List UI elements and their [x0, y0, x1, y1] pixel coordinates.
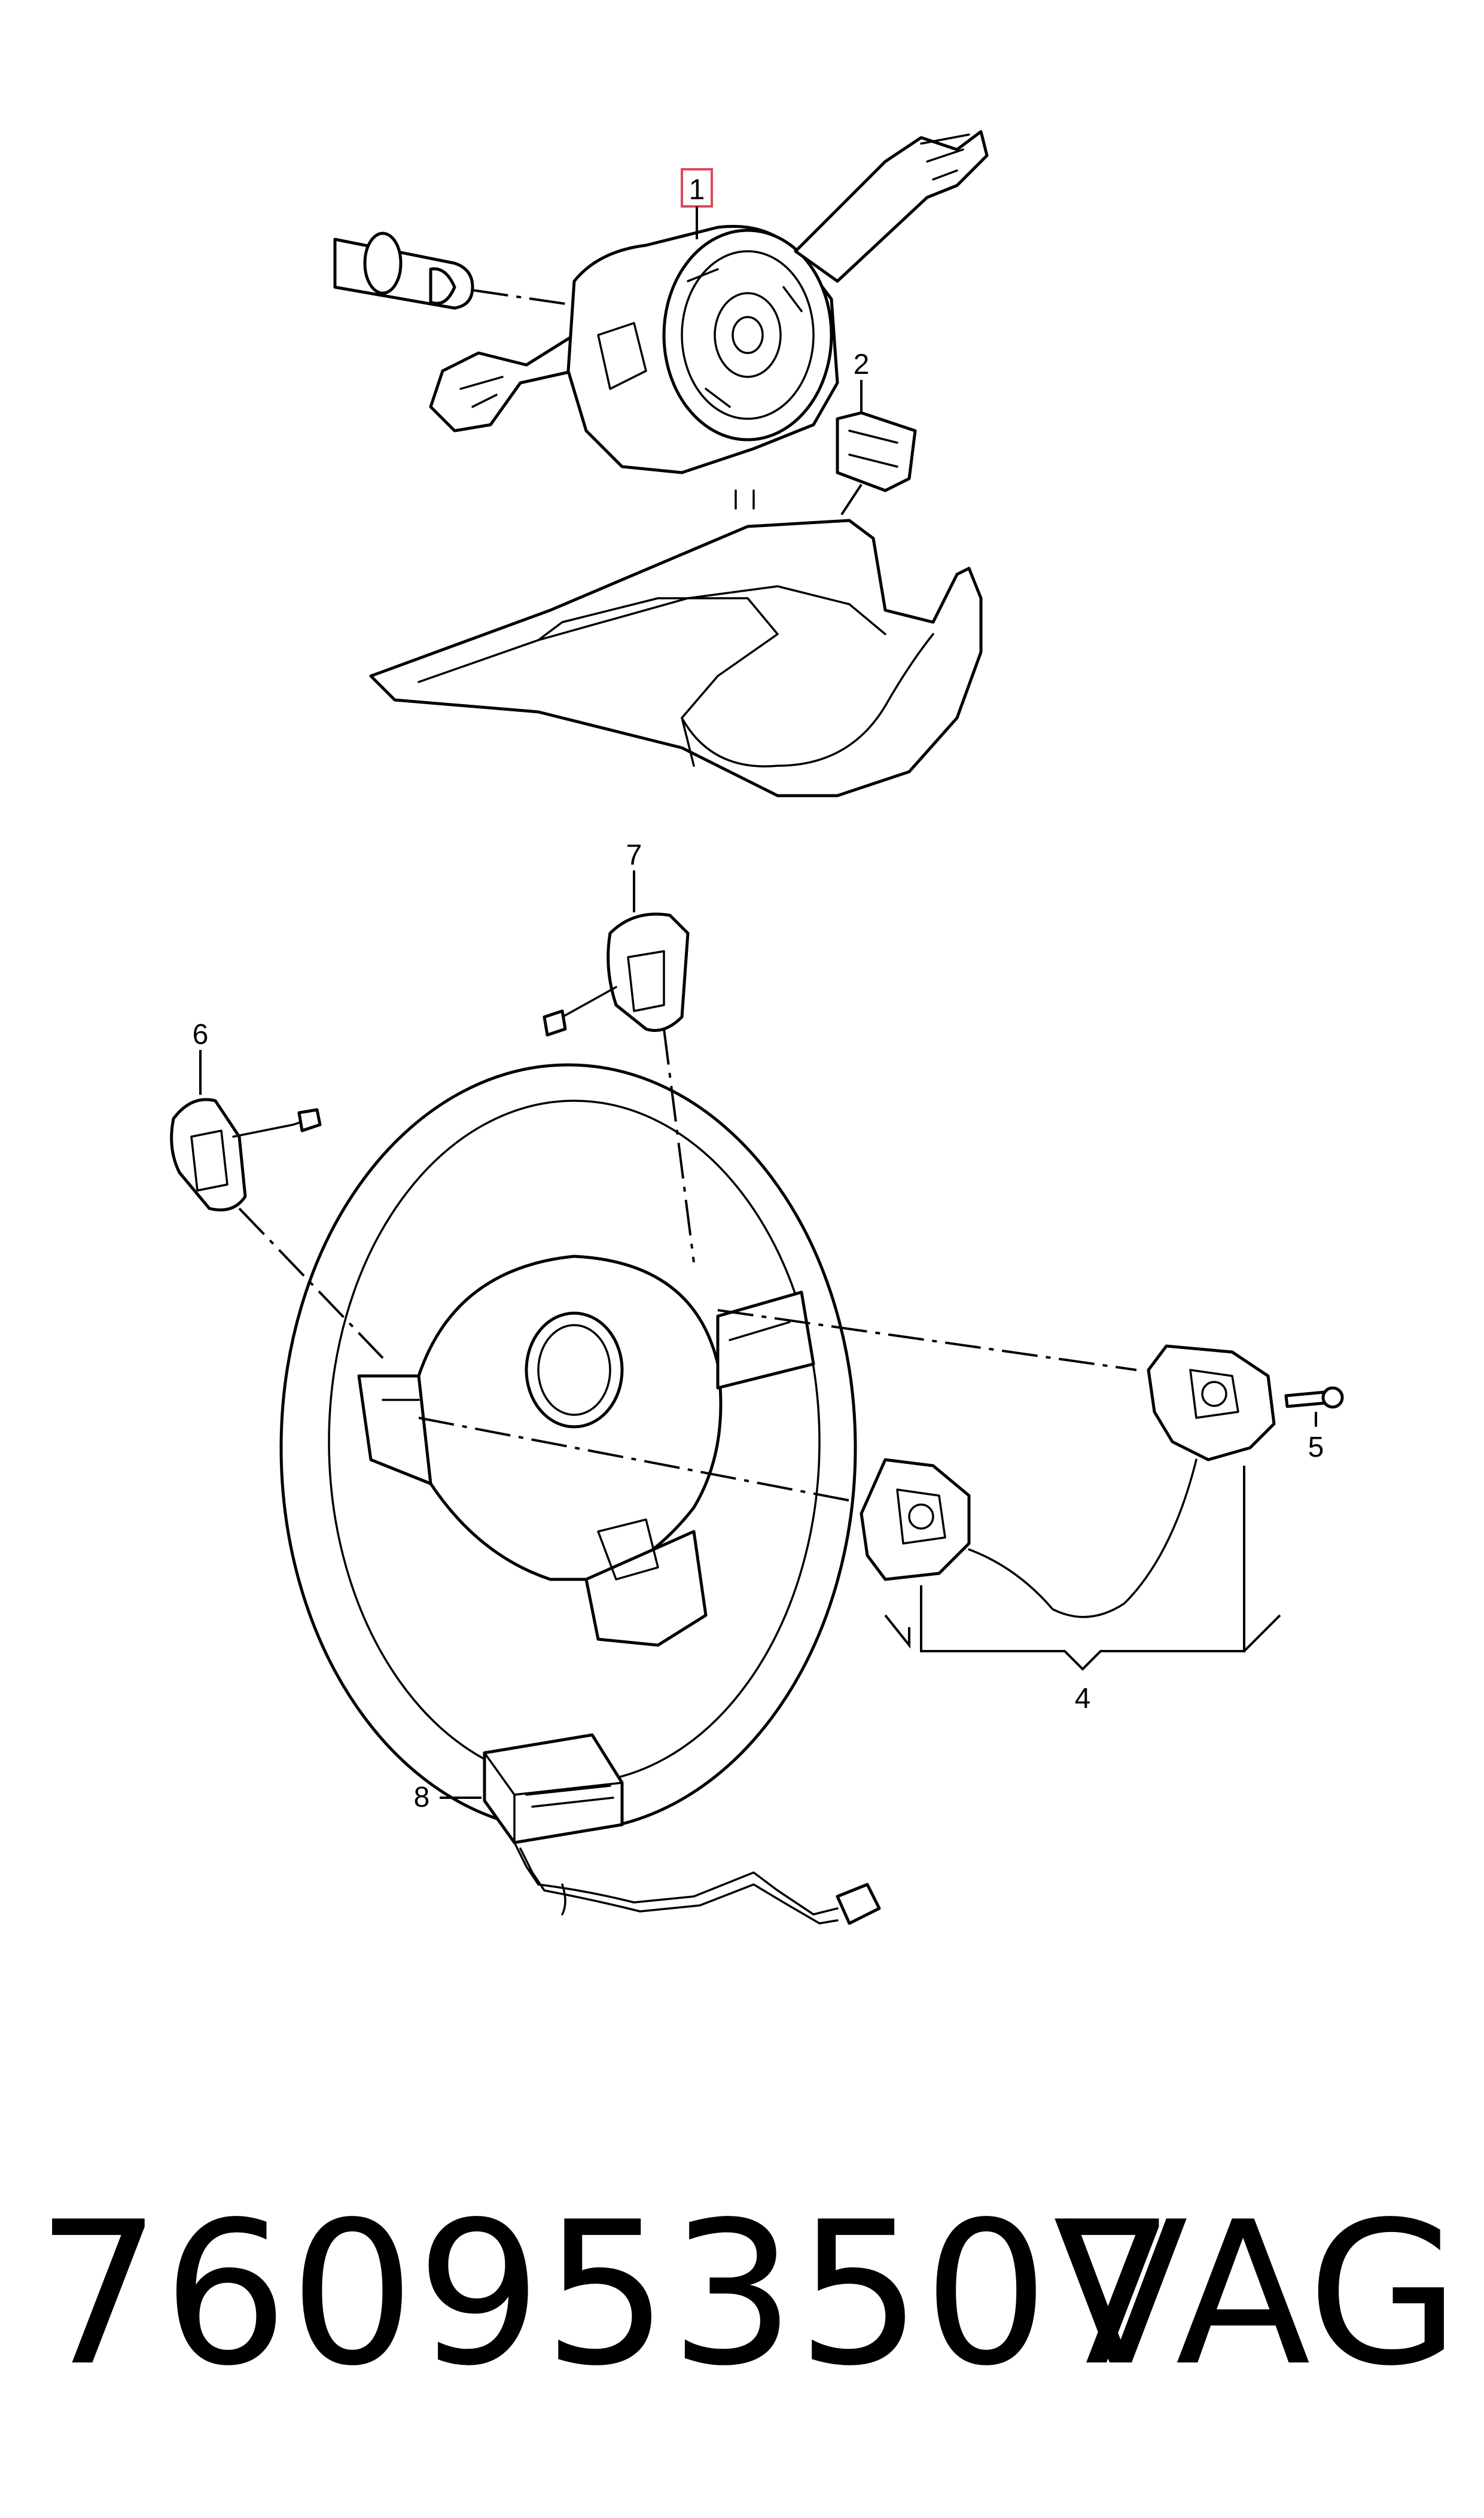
steering-wheel: [279, 1063, 857, 1832]
callout-label: 8: [414, 1782, 430, 1813]
parts-diagram: 1 2: [170, 130, 1344, 1925]
column-trim-cover: [369, 489, 983, 797]
paddle-switch-7: [543, 912, 695, 1263]
callout-8[interactable]: 8: [414, 1782, 482, 1813]
callout-7[interactable]: 7: [626, 839, 642, 912]
part-number: 760953507: [36, 2179, 1177, 2409]
callout-4[interactable]: 4: [1075, 1683, 1091, 1715]
brand-name: VAG: [1053, 2179, 1460, 2409]
callout-2[interactable]: 2: [854, 349, 870, 413]
callout-1[interactable]: 1: [681, 168, 713, 239]
steering-column-switch: [333, 130, 989, 474]
control-module-8: [483, 1733, 881, 1925]
callout-6[interactable]: 6: [193, 1019, 209, 1095]
callout-label: 5: [1308, 1432, 1324, 1463]
callout-label: 1: [689, 174, 705, 206]
screw-5: [1284, 1386, 1344, 1427]
paddle-switch-6: [170, 1098, 384, 1359]
callout-5[interactable]: 5: [1308, 1432, 1324, 1463]
callout-label: 6: [193, 1019, 209, 1051]
callout-label: 2: [854, 349, 870, 380]
callout-label: 7: [626, 839, 642, 871]
multifunction-buttons-4: [418, 1309, 1281, 1671]
callout-label: 4: [1075, 1683, 1091, 1715]
